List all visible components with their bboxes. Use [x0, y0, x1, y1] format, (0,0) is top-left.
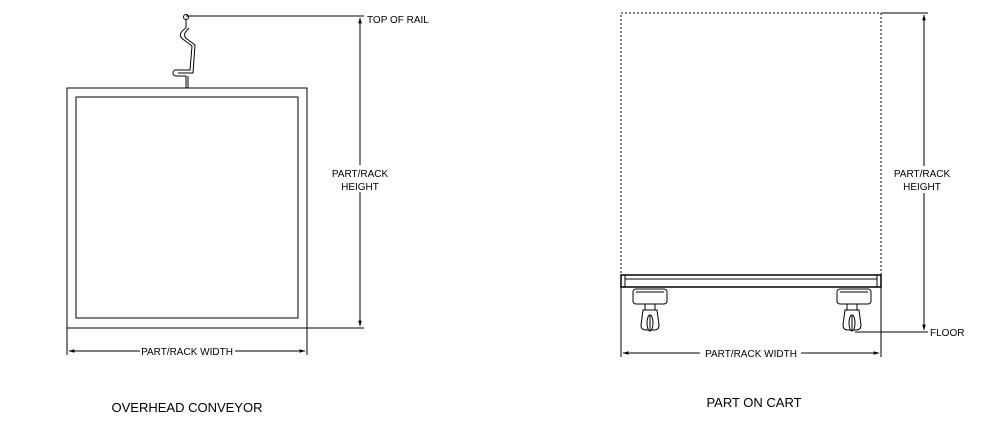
overhead-conveyor-caption: OVERHEAD CONVEYOR — [112, 400, 263, 415]
part-on-cart-caption: PART ON CART — [706, 395, 801, 410]
cart-deck — [620, 274, 882, 288]
part-rack-frame-outer — [66, 87, 308, 329]
right-width-label: PART/RACK WIDTH — [705, 349, 797, 360]
part-rack-frame-inner — [75, 96, 299, 319]
floor-label: FLOOR — [930, 328, 964, 339]
top-of-rail-label: TOP OF RAIL — [367, 15, 429, 26]
part-outline-dashed — [620, 12, 882, 276]
left-height-label-line1: PART/RACK — [332, 169, 389, 180]
right-caster — [836, 288, 872, 332]
left-caster — [632, 288, 668, 332]
part-on-cart-view — [620, 12, 928, 357]
left-width-label: PART/RACK WIDTH — [141, 347, 233, 358]
left-height-label-line2: HEIGHT — [341, 182, 379, 193]
conveyor-hook — [172, 14, 196, 88]
right-height-label-line1: PART/RACK — [894, 169, 951, 180]
right-height-label-line2: HEIGHT — [903, 182, 941, 193]
overhead-conveyor-view — [66, 14, 364, 355]
